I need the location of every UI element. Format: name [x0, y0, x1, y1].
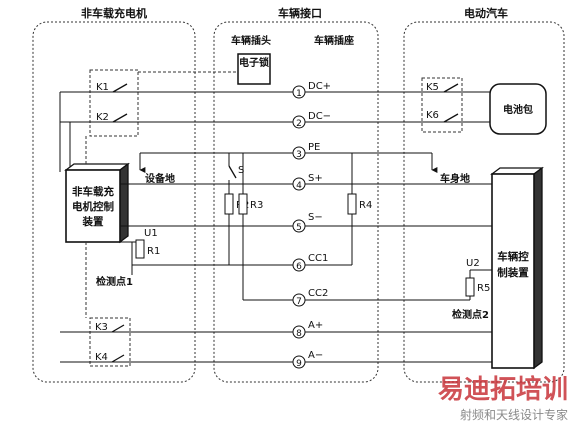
resistor-r5-label: R5: [477, 283, 490, 294]
voltage-u2-label: U2: [466, 258, 480, 269]
watermark: 易迪拓培训 射频和天线设计专家: [438, 375, 568, 422]
relay-k1: K1: [96, 82, 128, 93]
resistor-r4: R4: [347, 193, 372, 215]
equipment-ground-label: 设备地: [145, 172, 175, 185]
pin-7-number: 7: [296, 297, 302, 307]
pin-2-number: 2: [296, 119, 302, 129]
relay-k1k2-group: [89, 69, 139, 137]
relay-k1-label: K1: [96, 82, 109, 93]
relay-k6: K6: [426, 110, 459, 123]
pin-5-number: 5: [296, 223, 302, 233]
pin-9-number: 9: [296, 359, 302, 369]
electronic-lock-box: [237, 53, 271, 85]
plug-label: 车辆插头: [231, 34, 271, 47]
resistor-r5: R5: [465, 277, 490, 297]
pin-1-name: DC+: [308, 81, 331, 92]
electronic-lock-label-1: 电子锁: [239, 56, 269, 69]
resistor-r3: R3: [238, 193, 263, 215]
pin-7: 7 CC2: [292, 288, 328, 307]
pin-4: 4 S+: [292, 173, 323, 191]
relay-k4-label: K4: [95, 352, 108, 363]
charger-controller-line3: 装置: [82, 215, 104, 228]
relay-k5-label: K5: [426, 82, 439, 93]
pin-3: 3 PE: [292, 142, 320, 160]
relay-k3-label: K3: [95, 322, 108, 333]
resistor-r3-label: R3: [250, 200, 263, 211]
switch-s: S: [228, 153, 244, 179]
pin-9-name: A−: [308, 350, 323, 361]
watermark-tagline: 射频和天线设计专家: [460, 407, 568, 422]
resistor-r1-label: R1: [147, 246, 160, 257]
pin-6: 6 CC1: [292, 253, 328, 272]
pin-3-number: 3: [296, 150, 302, 160]
pin-1-number: 1: [296, 89, 302, 99]
pin-7-name: CC2: [308, 288, 328, 299]
pin-8: 8 A+: [292, 320, 323, 339]
pin-3-name: PE: [308, 142, 320, 153]
relay-k3: K3: [95, 322, 125, 333]
interface-region-title: 车辆接口: [278, 6, 322, 20]
relay-k2-label: K2: [96, 112, 109, 123]
resistor-r1: R1: [135, 239, 160, 259]
charger-controller-line2: 电机控制: [72, 200, 114, 213]
relay-k5: K5: [426, 82, 459, 93]
pin-4-name: S+: [308, 173, 323, 184]
body-ground-label: 车身地: [440, 172, 470, 185]
watermark-brand: 易迪拓培训: [438, 375, 568, 405]
pin-1: 1 DC+: [292, 81, 331, 99]
charger-region-frame: [32, 21, 196, 383]
relay-k3k4-group: [89, 317, 131, 367]
charger-controller-line1: 非车载充: [72, 185, 114, 198]
switch-s-label: S: [238, 165, 244, 176]
vehicle-controller-line2: 制装置: [497, 266, 529, 279]
relay-k6-label: K6: [426, 110, 439, 121]
pin-8-number: 8: [296, 329, 302, 339]
charger-region-title: 非车载充电机: [81, 6, 147, 20]
pin-8-name: A+: [308, 320, 323, 331]
vehicle-region-title: 电动汽车: [464, 6, 508, 20]
vehicle-controller-line1: 车辆控: [497, 250, 529, 263]
pin-2: 2 DC−: [292, 111, 331, 129]
pin-4-number: 4: [296, 181, 302, 191]
check-point-2: 检测点2: [452, 308, 489, 321]
check-point-1: 检测点1: [96, 275, 133, 288]
resistor-r4-label: R4: [359, 200, 372, 211]
voltage-u1-label: U1: [144, 228, 158, 239]
pin-6-name: CC1: [308, 253, 328, 264]
battery-pack-box: [489, 83, 547, 135]
pin-9: 9 A−: [292, 350, 323, 369]
charger-controller: 非车载充 电机控制 装置: [64, 162, 130, 244]
interface-region-frame: [213, 21, 379, 383]
relay-k5k6-group: [421, 77, 463, 133]
socket-label: 车辆插座: [314, 34, 354, 47]
relay-k2: K2: [96, 112, 128, 123]
pin-5-name: S−: [308, 212, 323, 223]
pin-2-name: DC−: [308, 111, 331, 122]
battery-pack-label: 电池包: [503, 103, 533, 116]
relay-k4: K4: [95, 352, 125, 363]
pin-6-number: 6: [296, 262, 302, 272]
pin-5: 5 S−: [292, 212, 323, 233]
vehicle-region-frame: [403, 21, 565, 383]
vehicle-controller: 车辆控 制装置: [490, 166, 544, 370]
